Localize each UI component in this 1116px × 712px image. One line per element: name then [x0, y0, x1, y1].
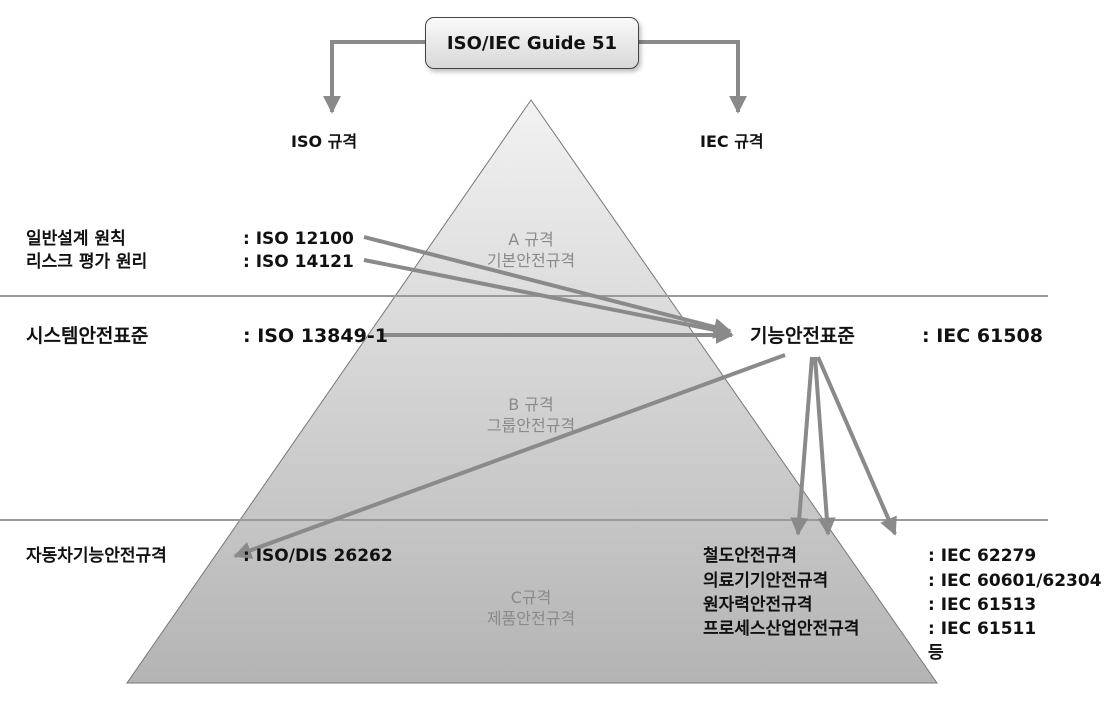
iec61508-to-medical-arrow	[813, 356, 836, 536]
functional-safety-name: 기능안전표준	[750, 325, 855, 347]
guide-label: ISO/IEC Guide 51	[446, 32, 618, 54]
tier-c-label: C규격	[510, 588, 552, 607]
tier-a-label: A 규격	[508, 230, 554, 249]
guide-to-iso-arrow	[323, 40, 427, 114]
sector-standard-name: 의료기기안전규격	[703, 571, 829, 591]
left-standard-name: 시스템안전표준	[26, 325, 149, 347]
guide-to-iec-arrow	[637, 40, 747, 114]
iso-header: ISO 규격	[291, 132, 358, 151]
iec61508-to-railway-arrow	[790, 356, 814, 536]
tier-a: A 규격 기본안전규격	[471, 229, 591, 271]
sector-standard-name: 프로세스산업안전규격	[703, 619, 860, 639]
left-standard-code: : ISO 12100	[243, 229, 354, 249]
left-standard-code: : ISO/DIS 26262	[243, 546, 393, 566]
tier-a-sub: 기본안전규격	[486, 251, 576, 270]
sector-standard-code: : IEC 60601/62304	[928, 571, 1102, 591]
sector-standard-code: : IEC 61513	[928, 595, 1037, 615]
left-standard-name: 자동차기능안전규격	[26, 546, 167, 566]
tier-c: C규격 제품안전규격	[463, 587, 599, 629]
iec-header: IEC 규격	[700, 132, 764, 151]
left-standard-code: : ISO 13849-1	[243, 325, 388, 347]
sector-standard-code: : IEC 62279	[928, 546, 1037, 566]
left-standard-name: 일반설계 원칙	[26, 229, 126, 249]
iso12100-to-iec61508-arrow	[363, 235, 732, 336]
tier-b-sub: 그룹안전규격	[486, 416, 576, 435]
sector-standard-name: 철도안전규격	[703, 546, 797, 566]
iec61508-to-nuclear-arrow	[816, 356, 897, 536]
tier-c-sub: 제품안전규격	[486, 609, 576, 628]
etc-label: 등	[928, 643, 944, 663]
iso14121-to-iec61508-arrow	[363, 258, 732, 339]
sector-standard-code: : IEC 61511	[928, 619, 1037, 639]
sector-standard-name: 원자력안전규격	[703, 595, 813, 615]
tier-b: B 규격 그룹안전규격	[463, 394, 599, 436]
pyramid	[126, 99, 938, 684]
tier-b-label: B 규격	[508, 395, 554, 414]
functional-safety-code: : IEC 61508	[922, 325, 1043, 347]
left-standard-code: : ISO 14121	[243, 252, 354, 272]
iec61508-to-iso26262-arrow	[233, 353, 786, 559]
left-standard-name: 리스크 평가 원리	[26, 252, 148, 272]
iso-iec-guide-51-box: ISO/IEC Guide 51	[425, 17, 639, 69]
